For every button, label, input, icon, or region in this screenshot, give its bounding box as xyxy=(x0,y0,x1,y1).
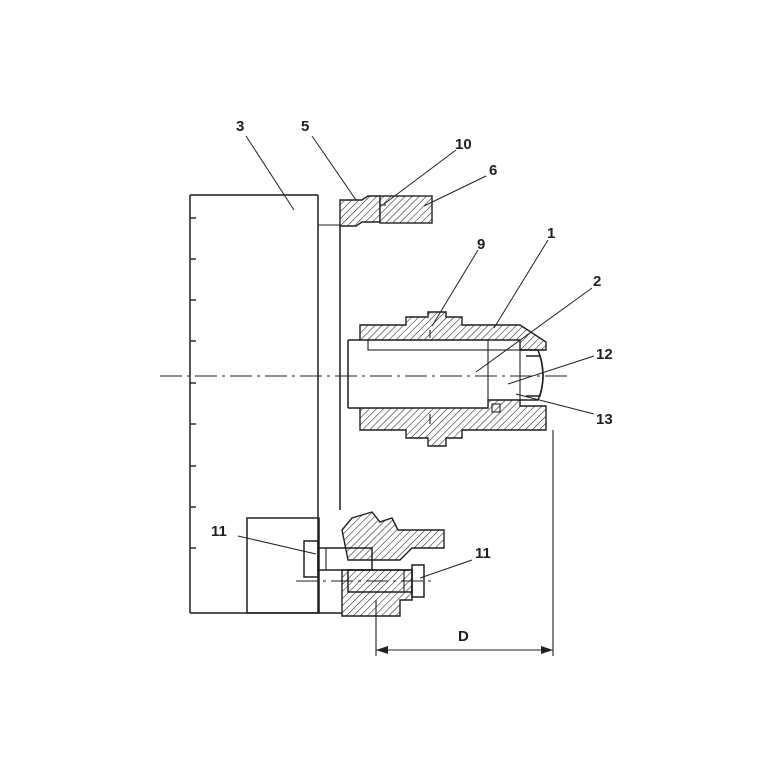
callout-11-right: 11 xyxy=(475,545,491,562)
callout-13: 13 xyxy=(596,411,613,428)
dimension-d-label: D xyxy=(458,628,469,645)
end-cap-12-13 xyxy=(520,349,544,401)
body-part-3 xyxy=(189,194,348,614)
callout-5: 5 xyxy=(301,118,309,135)
bottom-ring-parts xyxy=(341,511,445,617)
callout-6: 6 xyxy=(489,162,497,179)
scale-ticks xyxy=(190,217,196,549)
callout-1: 1 xyxy=(547,225,555,242)
bolt-11-lower xyxy=(296,564,434,598)
callout-10: 10 xyxy=(455,136,472,153)
top-ring-parts xyxy=(339,195,433,227)
leader-lines xyxy=(237,135,595,579)
bolt-11-upper xyxy=(303,540,373,578)
dimension-d xyxy=(375,430,554,656)
callout-12: 12 xyxy=(596,346,613,363)
callout-3: 3 xyxy=(236,118,244,135)
callout-11-left: 11 xyxy=(211,523,227,540)
callout-2: 2 xyxy=(593,273,601,290)
callout-9: 9 xyxy=(477,236,485,253)
hub-part-1 xyxy=(347,311,547,447)
